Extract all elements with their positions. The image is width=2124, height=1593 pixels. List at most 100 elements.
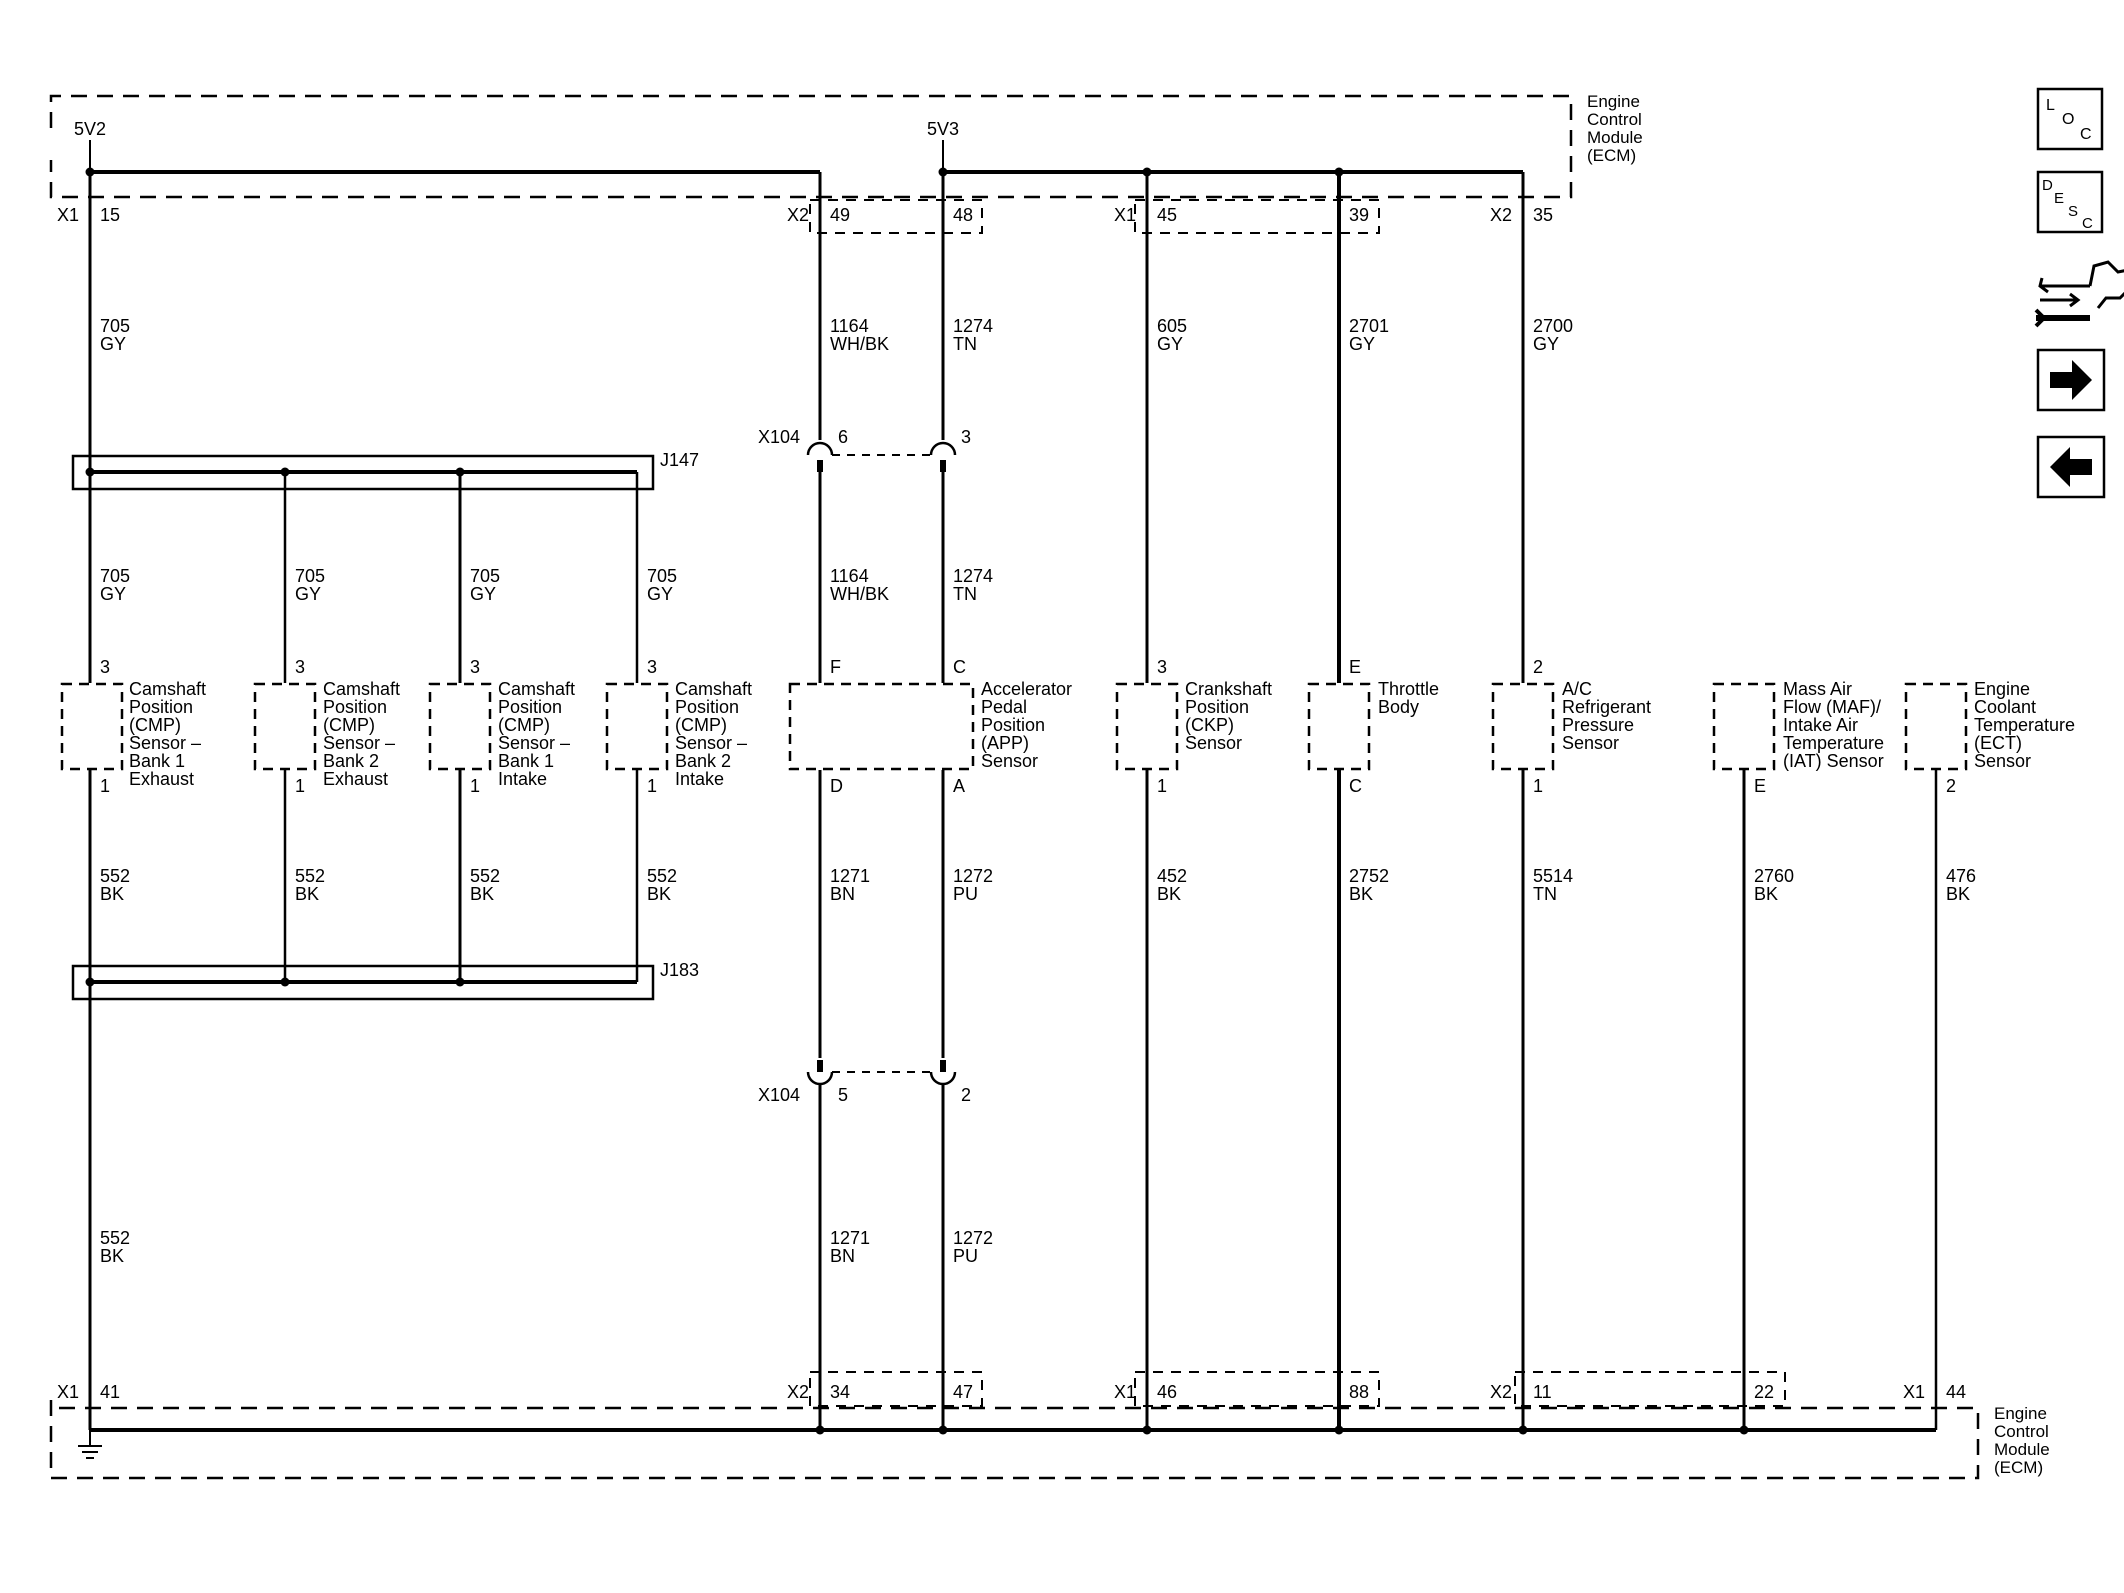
component-name: (ECT): [1974, 733, 2022, 753]
component-name: Sensor: [981, 751, 1038, 771]
component-pin: 3: [470, 657, 480, 677]
component-name: Intake: [675, 769, 724, 789]
right-arrow-icon: [2050, 360, 2092, 400]
junction-dot: [280, 977, 290, 987]
wire-color-code: BN: [830, 1246, 855, 1266]
wire-color-code: PU: [953, 1246, 978, 1266]
splice-bar-j147: [71, 454, 655, 491]
component-name: (IAT) Sensor: [1783, 751, 1884, 771]
desc-letter: S: [2068, 203, 2078, 220]
component-pin: E: [1754, 776, 1766, 796]
component-name: (APP): [981, 733, 1029, 753]
splice-bar-j183: [71, 964, 655, 1001]
connector-group-x1-bottom: [1134, 1371, 1380, 1407]
previous-page-button[interactable]: [2036, 435, 2106, 499]
nav-icons: L O C D E S C: [2034, 87, 2124, 499]
ect-sensor-box: [1904, 682, 1968, 771]
loc-letter: L: [2046, 97, 2055, 114]
component-name: Bank 2: [323, 751, 379, 771]
component-name: Sensor –: [498, 733, 570, 753]
x104-upper-pin-3: [929, 441, 957, 456]
ecm-pin-number: 35: [1533, 205, 1553, 225]
junction-dot: [455, 467, 465, 477]
ecm-label-bottom: Control: [1994, 1422, 2049, 1441]
wire-circuit-number: 452: [1157, 866, 1187, 886]
description-button[interactable]: D E S C: [2036, 170, 2104, 234]
junction-dots: [85, 167, 1749, 1435]
component-name: Throttle: [1378, 679, 1439, 699]
wire-color-code: WH/BK: [830, 334, 889, 354]
ecm-pin-number: 46: [1157, 1382, 1177, 1402]
component-pin: 1: [100, 776, 110, 796]
wire-color-code: BK: [1157, 884, 1181, 904]
component-pin: 3: [647, 657, 657, 677]
ecm-label-bottom: Module: [1994, 1440, 2050, 1459]
component-name: Body: [1378, 697, 1419, 717]
ecm-label-bottom: Engine: [1994, 1404, 2047, 1423]
text-labels: EngineControlModule(ECM)EngineControlMod…: [57, 92, 2075, 1477]
ecm-pin-number: 22: [1754, 1382, 1774, 1402]
wire-circuit-number: 552: [100, 1228, 130, 1248]
wire-circuit-number: 1274: [953, 566, 993, 586]
wire-color-code: BK: [647, 884, 671, 904]
component-name: Pressure: [1562, 715, 1634, 735]
loc-letter: C: [2080, 126, 2092, 143]
wire-color-code: PU: [953, 884, 978, 904]
wire-color-code: GY: [1349, 334, 1375, 354]
junction-dot: [1739, 1425, 1749, 1435]
ecm-label-top: (ECM): [1587, 146, 1636, 165]
component-name: Intake: [498, 769, 547, 789]
wire-circuit-number: 552: [100, 866, 130, 886]
wire-circuit-number: 2760: [1754, 866, 1794, 886]
component-name: Bank 1: [498, 751, 554, 771]
cmp-b2-exhaust-box: [253, 682, 317, 771]
component-pin: D: [830, 776, 843, 796]
component-pin: 1: [1533, 776, 1543, 796]
component-name: (CMP): [498, 715, 550, 735]
wire-circuit-number: 552: [295, 866, 325, 886]
wire-circuit-number: 605: [1157, 316, 1187, 336]
component-pin: 1: [647, 776, 657, 796]
ecm-pin-number: 39: [1349, 205, 1369, 225]
wire-circuit-number: 1274: [953, 316, 993, 336]
desc-letter: D: [2042, 177, 2053, 194]
ac-pressure-box: [1491, 682, 1555, 771]
component-name: Flow (MAF)/: [1783, 697, 1881, 717]
junction-dot: [85, 167, 95, 177]
wire-color-code: GY: [647, 584, 673, 604]
connector-view-icon[interactable]: [2034, 260, 2124, 328]
ecm-connector-label: X1: [1903, 1382, 1925, 1402]
location-button[interactable]: L O C: [2036, 87, 2104, 151]
ecm-label-top: Module: [1587, 128, 1643, 147]
ecm-pin-number: 41: [100, 1382, 120, 1402]
splice-label-j147: J147: [660, 450, 699, 470]
wire-circuit-number: 2752: [1349, 866, 1389, 886]
ecm-connector-label: X2: [787, 1382, 809, 1402]
component-name: Sensor: [1185, 733, 1242, 753]
ecm-connector-label: X1: [57, 1382, 79, 1402]
x104-upper-pin-6: [806, 441, 834, 456]
wire-color-code: GY: [1533, 334, 1559, 354]
wire-circuit-number: 705: [100, 316, 130, 336]
component-name: Camshaft: [323, 679, 400, 699]
component-pin: F: [830, 657, 841, 677]
wire-circuit-number: 705: [100, 566, 130, 586]
ckp-sensor-box: [1115, 682, 1179, 771]
inline-pin-number: 5: [838, 1085, 848, 1105]
connector-group-x2-bottom-b: [1514, 1371, 1786, 1407]
cmp-b1-intake-box: [428, 682, 492, 771]
component-name: Sensor –: [129, 733, 201, 753]
ecm-pin-number: 34: [830, 1382, 850, 1402]
wire-circuit-number: 552: [647, 866, 677, 886]
left-arrow-icon: [2050, 447, 2092, 487]
component-pin: 1: [470, 776, 480, 796]
component-name: (CMP): [129, 715, 181, 735]
next-page-button[interactable]: [2036, 348, 2106, 412]
connector-terminal: [817, 460, 823, 472]
ecm-pin-number: 44: [1946, 1382, 1966, 1402]
wire-color-code: TN: [953, 584, 977, 604]
wire-circuit-number: 5514: [1533, 866, 1573, 886]
junction-dot: [1518, 1425, 1528, 1435]
supply-label-5v2: 5V2: [74, 119, 106, 139]
